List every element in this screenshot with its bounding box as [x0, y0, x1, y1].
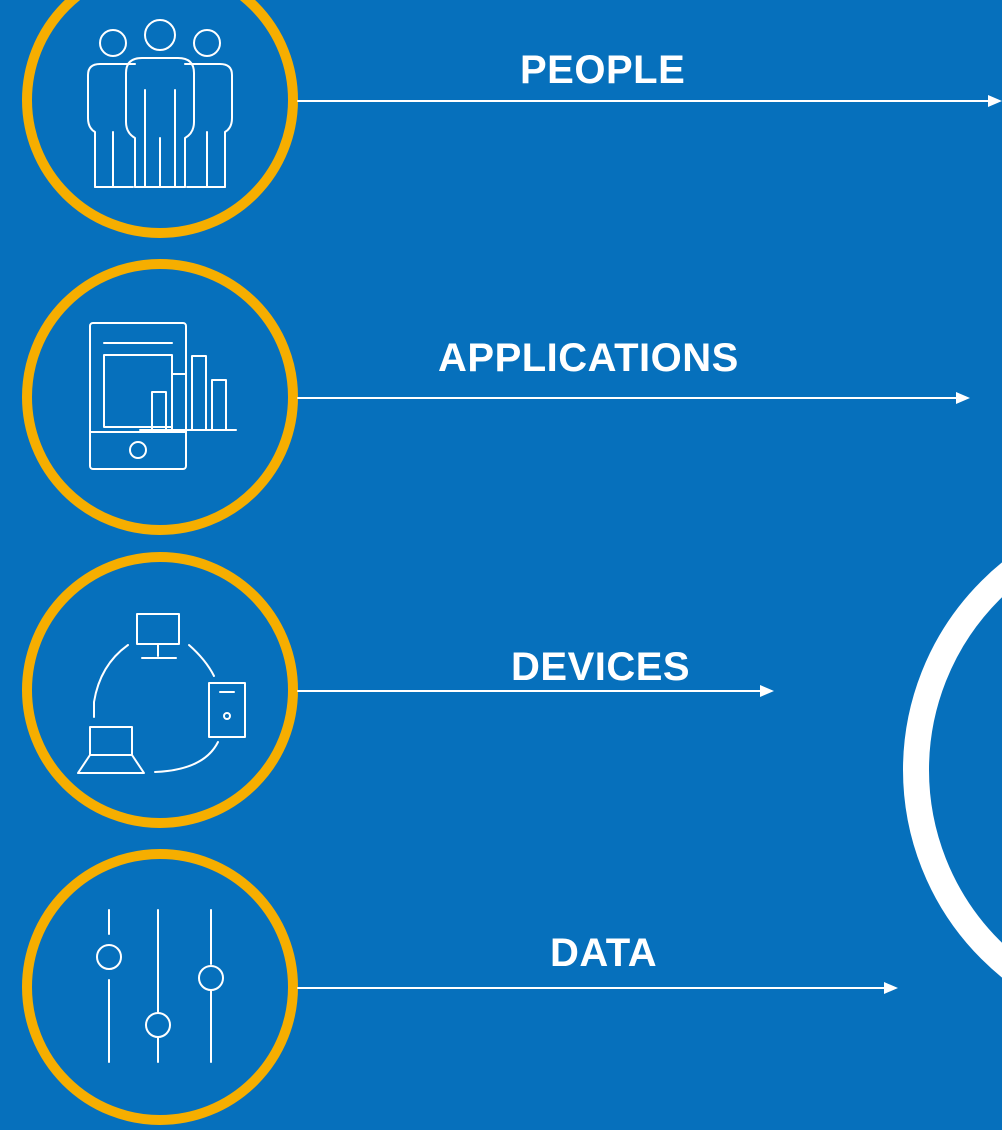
device-network-icon [77, 613, 246, 774]
data-ring [22, 849, 298, 1125]
large-ring [903, 562, 1002, 978]
people-arrow-head [988, 95, 1002, 107]
row-devices [22, 552, 774, 828]
people-label: PEOPLE [520, 48, 686, 92]
sliders-icon [96, 909, 224, 1063]
devices-label: DEVICES [511, 645, 691, 689]
applications-arrow-head [956, 392, 970, 404]
data-arrow-head [884, 982, 898, 994]
row-people [22, 0, 1002, 238]
row-applications [22, 259, 970, 535]
row-data [22, 849, 898, 1125]
people-icon [87, 19, 233, 188]
data-label: DATA [550, 931, 658, 975]
devices-arrow-head [760, 685, 774, 697]
applications-label: APPLICATIONS [438, 336, 739, 380]
people-ring [22, 0, 298, 238]
devices-ring [22, 552, 298, 828]
tablet-chart-icon [89, 322, 237, 470]
applications-ring [22, 259, 298, 535]
